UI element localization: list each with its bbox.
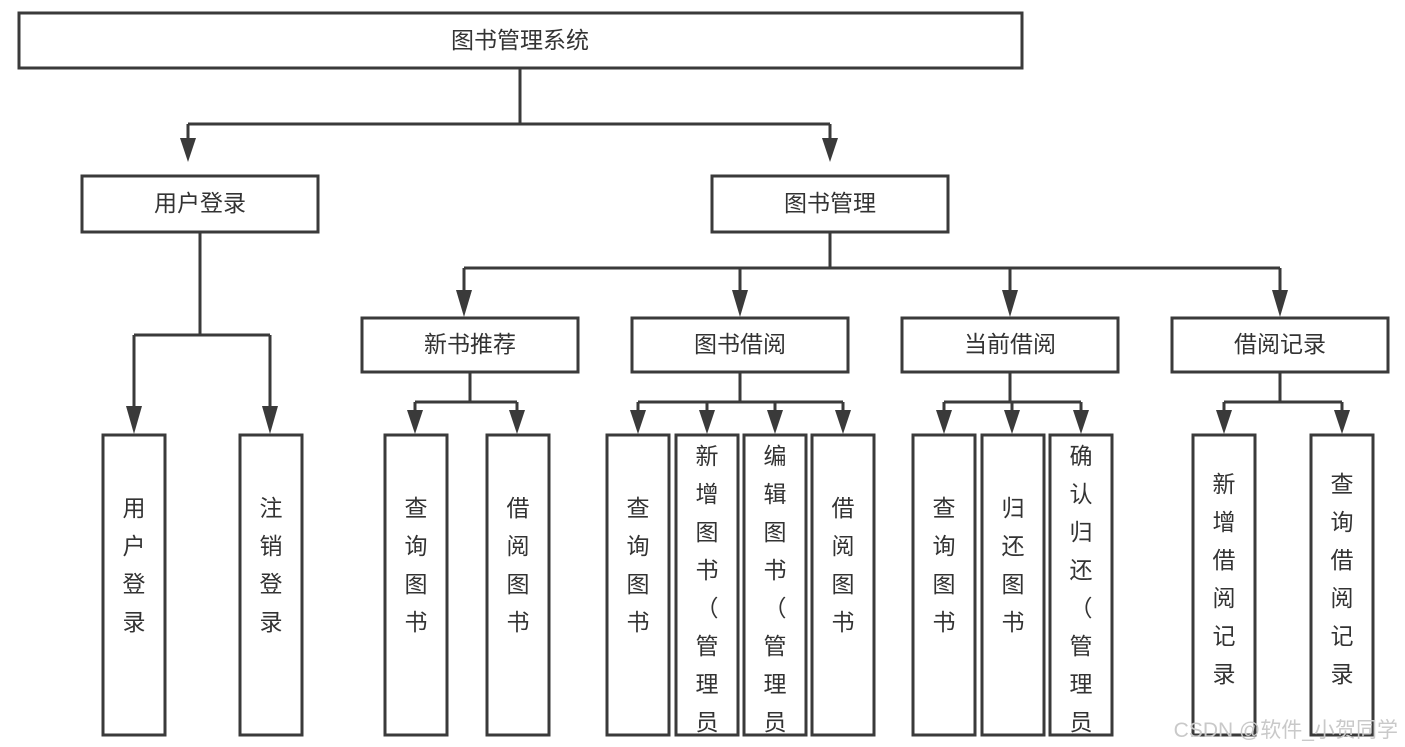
- node-leaf-query-record[interactable]: 查询借阅记录: [1309, 433, 1375, 737]
- node-box-leaf-return-book[interactable]: [980, 433, 1046, 737]
- node-label-leaf-query-book-1: 查询图书: [405, 495, 428, 635]
- arrow-head-borrow-record: [1272, 290, 1288, 317]
- node-box-leaf-edit-book[interactable]: [742, 433, 808, 737]
- node-book-borrow[interactable]: 图书借阅: [630, 316, 850, 374]
- node-box-leaf-add-record[interactable]: [1191, 433, 1257, 737]
- arrow-head-leaf-confirm-return: [1073, 410, 1089, 434]
- node-box-leaf-add-book[interactable]: [674, 433, 740, 737]
- node-label-leaf-add-book: 新增图书（管理员）: [696, 443, 719, 747]
- node-box-leaf-confirm-return[interactable]: [1048, 433, 1114, 737]
- arrow-head-leaf-query-book-3: [936, 410, 952, 434]
- node-box-root[interactable]: [17, 11, 1024, 70]
- arrow-head-leaf-return-book: [1004, 410, 1020, 434]
- node-box-leaf-logout-login[interactable]: [238, 433, 304, 737]
- node-label-leaf-logout-login: 注销登录: [260, 495, 283, 635]
- node-leaf-add-record[interactable]: 新增借阅记录: [1191, 433, 1257, 737]
- node-label-borrow-record: 借阅记录: [1234, 331, 1326, 357]
- arrow-head-leaf-logout-login: [262, 406, 278, 434]
- node-new-book-recommend[interactable]: 新书推荐: [360, 316, 580, 374]
- node-label-new-book-recommend: 新书推荐: [424, 331, 516, 357]
- node-user-login[interactable]: 用户登录: [80, 174, 320, 234]
- connector-group-current-borrow: [936, 372, 1089, 434]
- node-box-leaf-query-book-1[interactable]: [383, 433, 449, 737]
- node-leaf-borrow-book-1[interactable]: 借阅图书: [485, 433, 551, 737]
- arrow-head-current-borrow: [1002, 290, 1018, 317]
- node-label-leaf-query-book-3: 查询图书: [933, 495, 956, 635]
- node-leaf-confirm-return[interactable]: 确认归还（管理员）: [1048, 433, 1114, 747]
- node-leaf-return-book[interactable]: 归还图书: [980, 433, 1046, 737]
- node-root-book-management-system[interactable]: 图书管理系统: [17, 11, 1024, 70]
- node-label-leaf-borrow-book-2: 借阅图书: [832, 495, 855, 635]
- node-box-book-management[interactable]: [710, 174, 950, 234]
- arrow-head-user-login: [180, 138, 196, 162]
- arrow-head-leaf-query-record: [1334, 410, 1350, 434]
- node-box-book-borrow[interactable]: [630, 316, 850, 374]
- node-leaf-borrow-book-2[interactable]: 借阅图书: [810, 433, 876, 737]
- node-label-current-borrow: 当前借阅: [964, 331, 1056, 357]
- node-label-leaf-edit-book: 编辑图书（管理员）: [764, 443, 787, 747]
- node-leaf-edit-book[interactable]: 编辑图书（管理员）: [742, 433, 808, 747]
- node-leaf-query-book-3[interactable]: 查询图书: [911, 433, 977, 737]
- node-label-root: 图书管理系统: [451, 27, 589, 53]
- node-box-leaf-query-book-3[interactable]: [911, 433, 977, 737]
- node-box-new-book-recommend[interactable]: [360, 316, 580, 374]
- node-box-leaf-borrow-book-2[interactable]: [810, 433, 876, 737]
- node-box-leaf-query-record[interactable]: [1309, 433, 1375, 737]
- node-leaf-add-book[interactable]: 新增图书（管理员）: [674, 433, 740, 747]
- node-label-leaf-return-book: 归还图书: [1002, 495, 1025, 635]
- connector-group-book-management: [456, 232, 1288, 317]
- node-box-borrow-record[interactable]: [1170, 316, 1390, 374]
- connector-group-borrow-record: [1216, 372, 1350, 434]
- node-label-leaf-query-book-2: 查询图书: [627, 495, 650, 635]
- arrow-head-leaf-add-record: [1216, 410, 1232, 434]
- node-book-management[interactable]: 图书管理: [710, 174, 950, 234]
- node-leaf-query-book-2[interactable]: 查询图书: [605, 433, 671, 737]
- node-label-user-login: 用户登录: [154, 190, 246, 216]
- node-box-current-borrow[interactable]: [900, 316, 1120, 374]
- node-label-leaf-query-record: 查询借阅记录: [1331, 471, 1354, 687]
- arrow-head-book-borrow: [732, 290, 748, 317]
- connector-group-book-borrow: [630, 372, 851, 434]
- node-leaf-query-book-1[interactable]: 查询图书: [383, 433, 449, 737]
- node-current-borrow[interactable]: 当前借阅: [900, 316, 1120, 374]
- connector-group-root: [180, 68, 838, 162]
- arrow-head-leaf-query-book-2: [630, 410, 646, 434]
- csdn-watermark: CSDN @软件_小贺同学: [1174, 719, 1398, 742]
- node-borrow-record[interactable]: 借阅记录: [1170, 316, 1390, 374]
- arrow-head-leaf-edit-book: [767, 410, 783, 434]
- node-label-leaf-borrow-book-1: 借阅图书: [507, 495, 530, 635]
- node-box-leaf-query-book-2[interactable]: [605, 433, 671, 737]
- arrow-head-leaf-add-book: [699, 410, 715, 434]
- connector-group-new-book-recommend: [407, 372, 525, 434]
- arrow-head-book-management: [822, 138, 838, 162]
- arrow-head-leaf-query-book-1: [407, 410, 423, 434]
- node-label-leaf-user-login: 用户登录: [123, 495, 146, 635]
- node-box-user-login[interactable]: [80, 174, 320, 234]
- connector-group-user-login: [126, 232, 278, 434]
- arrow-head-leaf-borrow-book-1: [509, 410, 525, 434]
- node-leaf-user-login[interactable]: 用户登录: [101, 433, 167, 737]
- node-label-book-borrow: 图书借阅: [694, 331, 786, 357]
- node-label-leaf-confirm-return: 确认归还（管理员）: [1070, 443, 1093, 747]
- arrow-head-leaf-user-login: [126, 406, 142, 434]
- arrow-head-new-book-recommend: [456, 290, 472, 317]
- arrow-head-leaf-borrow-book-2: [835, 410, 851, 434]
- node-leaf-logout-login[interactable]: 注销登录: [238, 433, 304, 737]
- node-label-book-management: 图书管理: [784, 190, 876, 216]
- node-label-leaf-add-record: 新增借阅记录: [1213, 471, 1236, 687]
- node-box-leaf-borrow-book-1[interactable]: [485, 433, 551, 737]
- node-box-leaf-user-login[interactable]: [101, 433, 167, 737]
